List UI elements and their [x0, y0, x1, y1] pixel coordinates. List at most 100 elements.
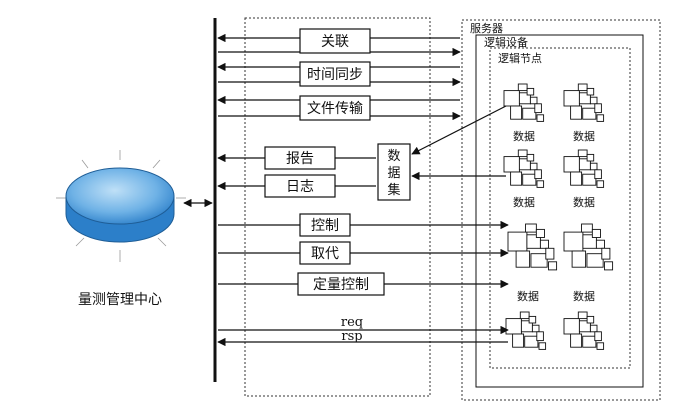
data-cluster-square	[577, 149, 588, 158]
data-cluster-square	[519, 311, 530, 320]
data-cluster-square	[522, 173, 537, 186]
device-frame	[475, 34, 644, 388]
data-cluster-square	[570, 171, 583, 186]
data-cluster-square	[530, 253, 548, 268]
center-disk	[56, 150, 186, 262]
data-caption: 数据	[513, 195, 535, 209]
data-cluster-square	[570, 333, 583, 348]
data-caption: 数据	[517, 289, 539, 303]
data-cluster-square	[515, 250, 531, 268]
data-cluster-square	[594, 103, 602, 114]
data-caption: 数据	[513, 129, 535, 143]
data-cluster-square	[526, 87, 535, 96]
box-dingliang	[297, 272, 385, 296]
data-cluster-square	[586, 315, 595, 324]
device-label: 逻辑设备	[484, 35, 528, 49]
data-cluster-square	[591, 228, 601, 238]
data-cluster-square	[582, 335, 597, 348]
req-label: req	[341, 315, 363, 330]
data-cluster-square	[529, 96, 538, 105]
box-baogao	[264, 146, 336, 170]
data-cluster-square	[526, 153, 535, 162]
data-clusters: 数据数据数据数据数据数据	[503, 83, 614, 350]
rsp-label: rsp	[341, 329, 362, 344]
data-cluster-square	[589, 324, 598, 333]
box-rizhi-label: 日志	[286, 179, 314, 195]
data-cluster-square	[596, 114, 605, 122]
box-wenjian	[299, 95, 371, 121]
box-baogao-label: 报告	[286, 151, 314, 167]
data-caption: 数据	[573, 289, 595, 303]
data-cluster-square	[596, 180, 605, 188]
data-cluster-square	[522, 107, 537, 120]
data-cluster-square	[536, 331, 544, 342]
box-wenjian-label: 文件传输	[307, 101, 363, 117]
data-cluster-square	[528, 315, 537, 324]
data-cluster-square	[529, 162, 538, 171]
data-cluster-square	[586, 253, 604, 268]
box-shijian-label: 时间同步	[307, 67, 363, 83]
data-cluster-square	[548, 261, 558, 271]
data-cluster-square	[510, 105, 523, 120]
data-cluster-square	[534, 169, 542, 180]
dataset-char-2: 据	[387, 166, 400, 181]
box-qudai-label: 取代	[311, 246, 339, 262]
data-cluster-square	[595, 239, 605, 249]
node-label: 逻辑节点	[498, 51, 542, 65]
data-cluster-square	[534, 103, 542, 114]
box-dingliang-label: 定量控制	[313, 277, 369, 293]
data-cluster-square	[601, 247, 611, 260]
box-qudai	[299, 241, 351, 265]
data-cluster-5	[507, 223, 558, 271]
data-cluster-square	[536, 180, 545, 188]
data-cluster-square	[539, 239, 549, 249]
data-cluster-square	[570, 105, 583, 120]
data-cluster-square	[524, 335, 539, 348]
center-label: 量测管理中心	[78, 292, 162, 308]
box-guanlian	[299, 28, 371, 54]
data-cluster-square	[594, 331, 602, 342]
data-cluster-square	[582, 107, 597, 120]
data-cluster-square	[512, 333, 525, 348]
data-cluster-square	[589, 162, 598, 171]
data-cluster-4	[563, 149, 605, 188]
data-cluster-square	[538, 342, 547, 350]
data-cluster-square	[577, 83, 588, 92]
data-cluster-square	[536, 114, 545, 122]
box-shijian	[299, 61, 371, 87]
data-cluster-square	[505, 318, 522, 335]
data-cluster-square	[594, 169, 602, 180]
dataset-char-1: 数	[387, 149, 400, 164]
box-kongzhi-label: 控制	[311, 218, 339, 234]
data-cluster-square	[596, 342, 605, 350]
service-panel	[244, 17, 431, 397]
data-cluster-square	[582, 173, 597, 186]
data-cluster-1	[503, 83, 545, 122]
dataset-char-3: 集	[387, 182, 400, 198]
data-cluster-7	[505, 311, 547, 350]
data-cluster-square	[586, 87, 595, 96]
data-cluster-2	[563, 83, 605, 122]
data-cluster-square	[545, 247, 555, 260]
server-label: 服务器	[470, 22, 503, 35]
data-cluster-square	[525, 223, 537, 233]
box-guanlian-label: 关联	[321, 34, 349, 50]
dataset-box	[377, 143, 411, 201]
data-cluster-square	[517, 83, 528, 92]
data-cluster-3	[503, 149, 545, 188]
data-cluster-square	[507, 231, 528, 252]
data-cluster-6	[563, 223, 614, 271]
data-cluster-square	[535, 228, 545, 238]
data-cluster-square	[563, 231, 584, 252]
arrow-data-to-dataset-1	[411, 105, 507, 155]
data-cluster-square	[571, 250, 587, 268]
data-cluster-square	[589, 96, 598, 105]
data-caption: 数据	[573, 195, 595, 209]
data-cluster-square	[531, 324, 540, 333]
data-cluster-square	[586, 153, 595, 162]
data-cluster-square	[510, 171, 523, 186]
data-cluster-square	[563, 90, 580, 107]
data-cluster-square	[503, 156, 520, 173]
